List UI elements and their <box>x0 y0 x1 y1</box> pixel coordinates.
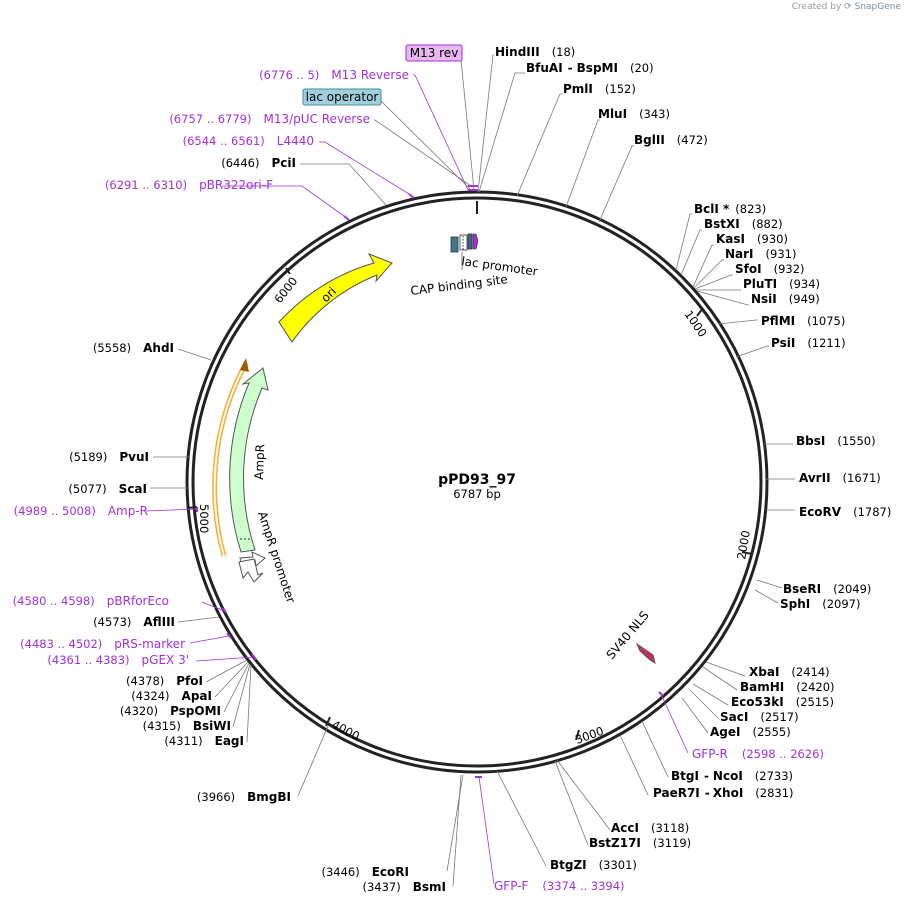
credit-brand: SnapGene <box>854 2 901 12</box>
site-acci: AccI(3118) <box>611 821 689 835</box>
m13-rev-label: M13 rev <box>410 46 459 60</box>
site-ecorv: EcoRV(1787) <box>799 505 891 519</box>
site-hindiii: HindIII(18) <box>495 45 575 59</box>
primer-mark-pbrforeco <box>221 607 227 613</box>
primer-pbr322ori-f: (6291 .. 6310)pBR322ori-F <box>105 178 273 192</box>
boxed-leaders <box>374 59 475 191</box>
site-agei: AgeI(2555) <box>710 725 791 739</box>
plasmid-length: 6787 bp <box>453 487 501 501</box>
site-avrii: AvrII(1671) <box>799 471 881 485</box>
primer-m13-puc-reverse: (6757 .. 6779)M13/pUC Reverse <box>169 112 370 126</box>
site-pvui: (5189)PvuI <box>69 450 149 464</box>
cap-binding-site-feature <box>450 236 459 253</box>
primer-labels: (6776 .. 5)M13 Reverse (6757 .. 6779)M13… <box>13 68 824 893</box>
site-bamhi: BamHI(2420) <box>740 680 835 694</box>
left-site-labels: (6446)PciI (5558)AhdI (5189)PvuI (5077)S… <box>68 156 446 894</box>
site-pflmi: PflMI(1075) <box>761 314 845 328</box>
tick-label-2000: 2000 <box>734 529 753 560</box>
plasmid-name: pPD93_97 <box>438 472 516 488</box>
primer-marks <box>196 185 664 778</box>
site-afliii: (4573)AflIII <box>93 615 175 629</box>
site-eco53ki: Eco53kI(2515) <box>731 695 834 709</box>
primer-pbrforeco: (4580 .. 4598)pBRforEco <box>13 594 169 608</box>
primer-mark-l4440 <box>408 193 415 199</box>
site-paer7i-xhoi: PaeR7I-XhoI(2831) <box>653 786 794 800</box>
site-bstz17i: BstZ17I(3119) <box>589 836 691 850</box>
site-pcii: (6446)PciI <box>221 156 296 170</box>
backbone-inner-ring <box>191 196 763 768</box>
site-bfuai-bspmi: BfuAI-BspMI(20) <box>526 61 654 75</box>
lac-operator-label: lac operator <box>306 90 379 104</box>
site-kasi: KasI(930) <box>716 232 788 246</box>
site-saci: SacI(2517) <box>720 710 799 724</box>
site-bglii: BglII(472) <box>634 133 708 147</box>
credit-prefix: Created by <box>791 2 842 12</box>
backbone-outer-ring <box>185 190 769 774</box>
m13-rev-feature <box>472 233 479 250</box>
site-bseri: BseRI(2049) <box>783 582 871 596</box>
site-btgi-ncoi: BtgI-NcoI(2733) <box>671 769 793 783</box>
tick-2000: 2000 <box>734 529 753 560</box>
primer-pgex3: (4361 .. 4383)pGEX 3' <box>47 653 189 667</box>
primer-gfp-f: GFP-F(3374 .. 3394) <box>494 879 625 893</box>
tick-5000: 5000 <box>186 504 211 533</box>
primer-m13-reverse: (6776 .. 5)M13 Reverse <box>259 68 409 82</box>
primer-mark-prs-marker <box>226 632 232 639</box>
ampr-feature <box>229 367 269 553</box>
cap-binding-site-label: CAP binding site <box>410 272 509 298</box>
primer-leaders <box>145 74 689 885</box>
ampr-orf-bracket-inner <box>213 362 247 557</box>
ampr-orf-arrowhead <box>240 358 249 372</box>
m13-rev-box: M13 rev <box>405 44 463 62</box>
site-bmgbi: (3966)BmgBI <box>197 790 291 804</box>
primer-l4440: (6544 .. 6561)L4440 <box>183 134 314 148</box>
site-apai: (4324)ApaI <box>131 689 212 703</box>
ori-feature <box>278 253 393 343</box>
site-xbai: XbaI(2414) <box>749 665 830 679</box>
site-scai: (5077)ScaI <box>68 482 147 496</box>
lac-operator-feature <box>467 233 473 250</box>
primer-gfp-r: GFP-R(2598 .. 2626) <box>692 747 824 761</box>
site-eagi: (4311)EagI <box>164 734 244 748</box>
site-ecori: (3446)EcoRI <box>321 865 409 879</box>
site-psii: PsiI(1211) <box>771 336 846 350</box>
primer-prs-marker: (4483 .. 4502)pRS-marker <box>20 637 185 651</box>
site-ahdi: (5558)AhdI <box>93 341 174 355</box>
site-pspomi: (4320)PspOMI <box>120 704 221 718</box>
site-bcli: BclI *(823) <box>694 202 766 216</box>
site-pfoi: (4378)PfoI <box>126 674 203 688</box>
right-site-labels: HindIII(18) BfuAI-BspMI(20) PmlI(152) Ml… <box>495 45 891 872</box>
site-pluti: PluTI(934) <box>743 277 820 291</box>
site-nsii: NsiI(949) <box>751 292 820 306</box>
ampr-label: AmpR <box>252 444 267 480</box>
lac-operator-box: lac operator <box>302 88 382 106</box>
site-mlui: MluI(343) <box>598 107 670 121</box>
site-bstxi: BstXI(882) <box>704 217 783 231</box>
tick-label-6000: 6000 <box>271 274 300 306</box>
sv40-nls-feature <box>635 642 656 665</box>
primer-mark-pbr322ori <box>343 215 350 221</box>
ampr-promoter-arrow <box>238 558 264 583</box>
site-sphi: SphI(2097) <box>780 597 861 611</box>
site-leaders <box>150 54 795 887</box>
snapgene-credit: Created by ⟳ SnapGene <box>792 2 901 12</box>
snapgene-logo-icon: ⟳ <box>844 2 852 12</box>
site-sfoi: SfoI(932) <box>735 262 805 276</box>
site-bsiwi: (4315)BsiWI <box>143 719 231 733</box>
tick-label-5000: 5000 <box>197 504 211 533</box>
primer-amp-r: (4989 .. 5008)Amp-R <box>14 504 148 518</box>
site-bsmi: (3437)BsmI <box>362 880 446 894</box>
site-bbsi: BbsI(1550) <box>796 434 876 448</box>
site-nari: NarI(931) <box>725 247 796 261</box>
site-pmli: PmlI(152) <box>563 82 636 96</box>
site-btgzi: BtgZI(3301) <box>550 858 637 872</box>
